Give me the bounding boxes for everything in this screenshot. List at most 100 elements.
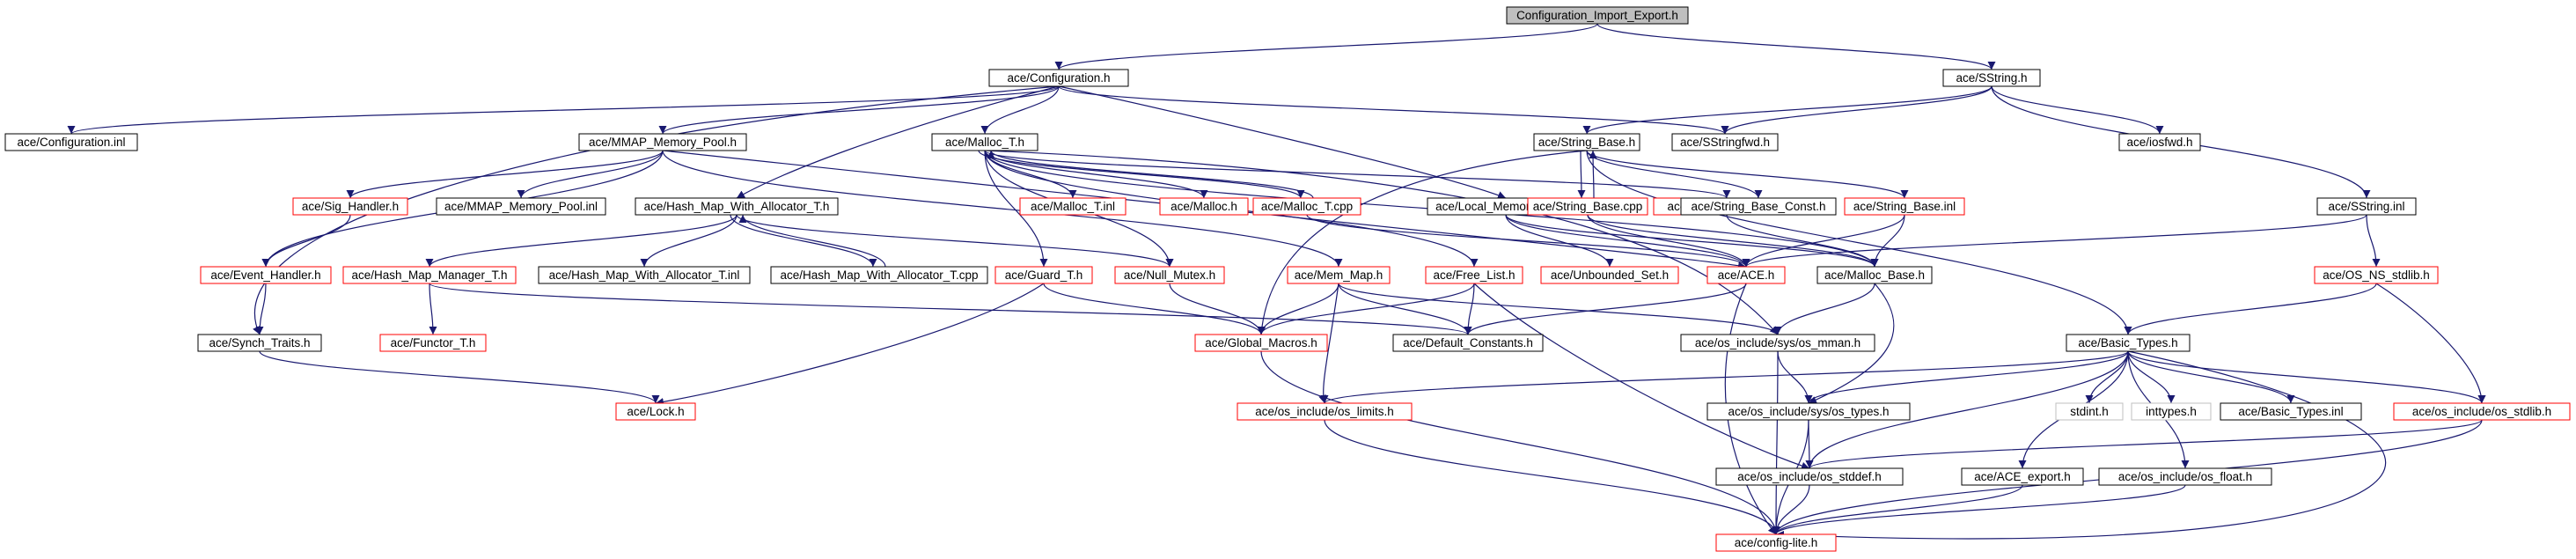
node-label: ace/Default_Constants.h (1403, 336, 1533, 349)
edge-string_base_inl-to-malloc_base_h (1870, 214, 1905, 268)
node-config-lite-h[interactable]: ace/config-lite.h (1715, 533, 1837, 552)
node-inttypes-h[interactable]: inttypes.h (2131, 402, 2212, 421)
node-hash-map-with-allocator-t-inl[interactable]: ace/Hash_Map_With_Allocator_T.inl (538, 266, 751, 284)
node-label: ace/os_include/sys/os_mman.h (1695, 336, 1860, 349)
node-os-ns-stdlib-h[interactable]: ace/OS_NS_stdlib.h (2314, 266, 2439, 284)
node-box (1961, 467, 2084, 486)
node-string-base-inl[interactable]: ace/String_Base.inl (1844, 197, 1965, 216)
edge-root-to-configuration_h (1054, 23, 1598, 70)
node-guard-t-h[interactable]: ace/Guard_T.h (994, 266, 1093, 284)
edge-basic_types_h-to-inttypes_h (2127, 350, 2176, 404)
node-label: ace/Configuration.h (1007, 71, 1110, 85)
node-lock-h[interactable]: ace/Lock.h (615, 402, 696, 421)
edge-string_base_h-to-basic_types_h (1586, 150, 2132, 335)
node-label: ace/Hash_Map_Manager_T.h (351, 268, 507, 282)
node-iosfwd-h[interactable]: ace/iosfwd.h (2118, 133, 2201, 151)
edge-local_memory_pool_h-to-malloc_base_h (1505, 214, 1879, 268)
node-os-stdlib-h[interactable]: ace/os_include/os_stdlib.h (2393, 402, 2571, 421)
node-box (994, 266, 1093, 284)
node-ace-export-h[interactable]: ace/ACE_export.h (1961, 467, 2084, 486)
node-malloc-h[interactable]: ace/Malloc.h (1159, 197, 1249, 216)
node-sstring-h[interactable]: ace/SString.h (1942, 69, 2041, 87)
node-box (2316, 197, 2417, 216)
node-label: ace/Lock.h (627, 405, 684, 418)
edge-basic_types_h-to-basic_types_inl (2127, 350, 2295, 404)
node-label: ace/Sig_Handler.h (302, 200, 399, 213)
node-os-mman-h[interactable]: ace/os_include/sys/os_mman.h (1680, 334, 1875, 352)
node-label: ace/Free_List.h (1433, 268, 1515, 282)
node-malloc-t-cpp[interactable]: ace/Malloc_T.cpp (1252, 197, 1361, 216)
edge-free_list_h-to-default_constants_h (1464, 283, 1475, 335)
node-hash-map-with-allocator-t-h[interactable]: ace/Hash_Map_With_Allocator_T.h (635, 197, 839, 216)
edge-sstring_h-to-sstringfwd_h (1721, 85, 1993, 135)
edge-guard_t_h-to-lock_h (655, 283, 1045, 406)
node-mmap-memory-pool-inl[interactable]: ace/MMAP_Memory_Pool.inl (436, 197, 606, 216)
node-default-constants-h[interactable]: ace/Default_Constants.h (1392, 334, 1544, 352)
node-configuration-h[interactable]: ace/Configuration.h (988, 69, 1129, 87)
edge-configuration_h-to-malloc_t_h (980, 85, 1060, 135)
edge-basic_types_h-to-os_types_h (1804, 350, 2129, 404)
edge-malloc_t_cpp-to-ace_h (1306, 214, 1750, 268)
node-label: ace/Configuration.inl (17, 136, 125, 149)
node-synch-traits-h[interactable]: ace/Synch_Traits.h (197, 334, 322, 352)
node-os-stddef-h[interactable]: ace/os_include/os_stddef.h (1715, 467, 1904, 486)
node-label: ace/os_include/os_limits.h (1255, 405, 1394, 418)
node-label: ace/OS_NS_stdlib.h (2323, 268, 2430, 282)
edge-mem_map_h-to-global_macros_h (1257, 283, 1339, 335)
node-functor-t-h[interactable]: ace/Functor_T.h (379, 334, 487, 352)
node-null-mutex-h[interactable]: ace/Null_Mutex.h (1114, 266, 1225, 284)
node-box (2066, 334, 2191, 352)
node-string-base-const-h[interactable]: ace/String_Base_Const.h (1680, 197, 1837, 216)
node-hash-map-manager-t-h[interactable]: ace/Hash_Map_Manager_T.h (342, 266, 517, 284)
node-malloc-t-h[interactable]: ace/Malloc_T.h (931, 133, 1038, 151)
edge-sstring_h-to-string_base_h (1582, 85, 1993, 135)
node-free-list-h[interactable]: ace/Free_List.h (1425, 266, 1523, 284)
node-hash-map-with-allocator-t-cpp[interactable]: ace/Hash_Map_With_Allocator_T.cpp (770, 266, 988, 284)
node-label: ace/config-lite.h (1735, 536, 1818, 549)
node-box (1680, 334, 1875, 352)
node-root[interactable]: Configuration_Import_Export.h (1506, 6, 1689, 25)
node-configuration-inl[interactable]: ace/Configuration.inl (4, 133, 138, 151)
node-os-limits-h[interactable]: ace/os_include/os_limits.h (1237, 402, 1413, 421)
node-os-types-h[interactable]: ace/os_include/sys/os_types.h (1706, 402, 1911, 421)
node-malloc-base-h[interactable]: ace/Malloc_Base.h (1816, 266, 1933, 284)
edge-mmap_memory_pool_h-to-sig_handler_h (346, 150, 664, 199)
edge-mem_map_h-to-default_constants_h (1338, 283, 1472, 335)
node-string-base-cpp[interactable]: ace/String_Base.cpp (1527, 197, 1648, 216)
edge-malloc_base_h-to-os_mman_h (1773, 283, 1875, 335)
node-unbounded-set-h[interactable]: ace/Unbounded_Set.h (1540, 266, 1679, 284)
node-label: ace/MMAP_Memory_Pool.inl (444, 200, 598, 213)
node-stdint-h[interactable]: stdint.h (2055, 402, 2124, 421)
node-global-macros-h[interactable]: ace/Global_Macros.h (1194, 334, 1328, 352)
edge-configuration_h-to-sstringfwd_h (1058, 85, 1729, 135)
edge-string_base_h-to-string_base_inl (1586, 150, 1909, 199)
node-malloc-t-inl[interactable]: ace/Malloc_T.inl (1019, 197, 1127, 216)
edge-os_float_h-to-config_lite_h (1772, 484, 2186, 535)
edge-os_mman_h-to-os_types_h (1777, 350, 1813, 404)
node-sstring-inl[interactable]: ace/SString.inl (2316, 197, 2417, 216)
node-ace-h[interactable]: ace/ACE.h (1706, 266, 1786, 284)
edge-os_ns_stdlib_h-to-basic_types_h (2124, 283, 2377, 335)
node-basic-types-inl[interactable]: ace/Basic_Types.inl (2220, 402, 2362, 421)
node-box (292, 197, 408, 216)
node-os-float-h[interactable]: ace/os_include/os_float.h (2098, 467, 2272, 486)
node-event-handler-h[interactable]: ace/Event_Handler.h (200, 266, 332, 284)
edge-malloc_t_cpp-to-malloc_t_h (987, 150, 1314, 199)
node-sig-handler-h[interactable]: ace/Sig_Handler.h (292, 197, 408, 216)
edge-malloc_t_h-to-malloc_allocator_h (984, 150, 1731, 199)
edge-malloc_t_h-to-malloc_t_cpp (978, 150, 1305, 199)
node-label: ace/SString.h (1956, 71, 2027, 85)
node-basic-types-h[interactable]: ace/Basic_Types.h (2066, 334, 2191, 352)
node-box (931, 133, 1038, 151)
edge-string_base_h-to-string_base_const_h (1586, 150, 1763, 199)
node-box (1671, 133, 1779, 151)
edge-string_base_cpp-to-ace_h (1587, 214, 1750, 268)
node-mmap-memory-pool-h[interactable]: ace/MMAP_Memory_Pool.h (578, 133, 747, 151)
node-mem-map-h[interactable]: ace/Mem_Map.h (1287, 266, 1391, 284)
edge-basic_types_h-to-os_stddef_h (1805, 350, 2129, 469)
node-string-base-h[interactable]: ace/String_Base.h (1533, 133, 1640, 151)
edge-null_mutex_h-to-global_macros_h (1169, 283, 1266, 335)
edge-malloc_allocator_h-to-malloc_base_h (1726, 214, 1879, 268)
node-sstringfwd-h[interactable]: ace/SStringfwd.h (1671, 133, 1779, 151)
edge-mmap_memory_pool_h-to-ace_h (662, 150, 1747, 270)
